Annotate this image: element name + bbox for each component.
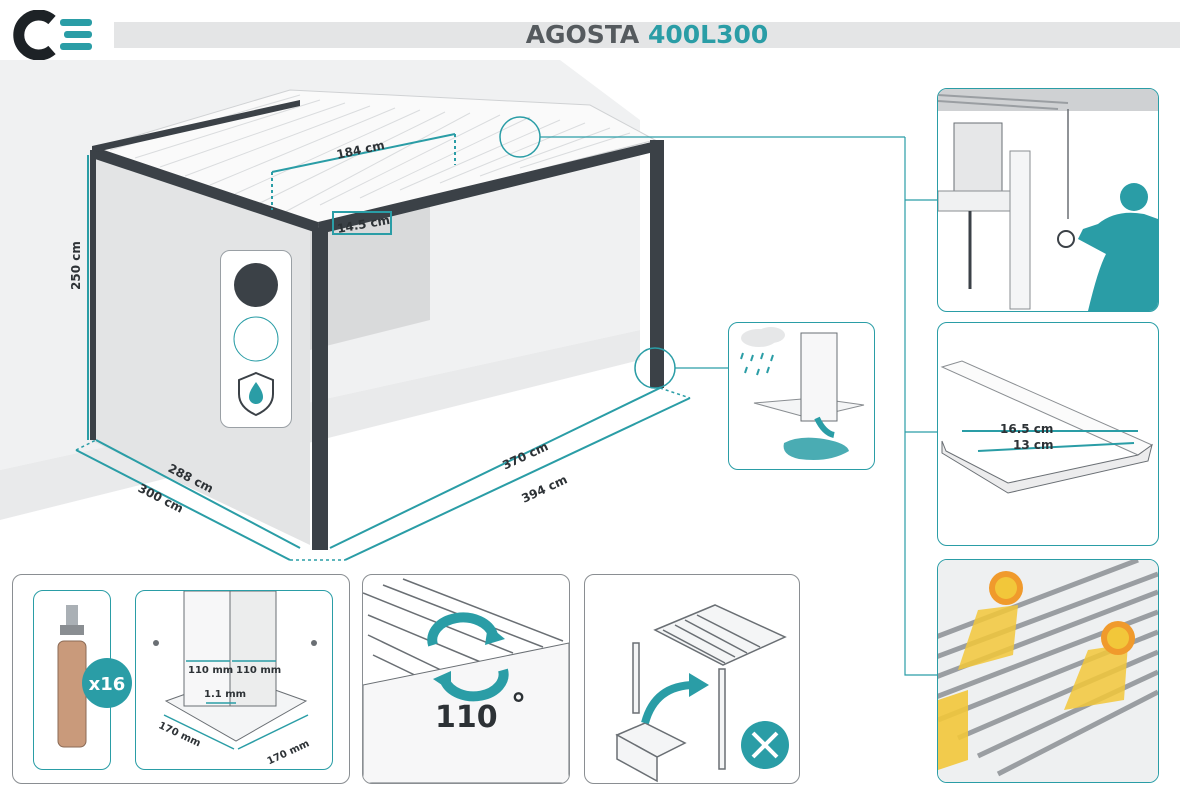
color-options-panel (220, 250, 292, 428)
drainage-panel (728, 322, 875, 470)
sun-beam-2 (1064, 644, 1128, 710)
baseplate-diagram: 110 mm 110 mm 1.1 mm 170 mm 170 mm (153, 591, 317, 767)
anchor-bolt-icon (57, 605, 87, 748)
rotation-panel: 110 ° (362, 574, 570, 784)
title-bar (114, 22, 1180, 48)
anchor-count: x16 (89, 674, 126, 695)
dim-height: 250 cm (69, 241, 83, 290)
baseplate-box: 110 mm 110 mm 1.1 mm 170 mm 170 mm (135, 590, 333, 770)
color-swatch-anthracite[interactable] (234, 263, 278, 307)
dim-lines-ground (75, 387, 691, 561)
dim-width-outer: 394 cm (519, 472, 569, 505)
rotate-icon (427, 612, 509, 702)
tools-icon (741, 721, 789, 769)
water-protection-icon (238, 371, 274, 417)
post-side-b: 110 mm (236, 665, 281, 676)
shade-side (90, 150, 310, 545)
pergola-frame (90, 100, 664, 550)
motor-winch-panel (937, 88, 1159, 312)
product-name: AGOSTA (525, 20, 640, 49)
dim-lines-top (271, 133, 456, 235)
page-title: AGOSTA 400L300 (114, 20, 1180, 50)
sun-icon (989, 571, 1023, 605)
drainage-illustration (740, 327, 865, 460)
sun-louvers (938, 560, 1158, 782)
louver-profile: 16.5 cm 13 cm (940, 360, 1154, 494)
rotation-illustration: 110 ° (363, 578, 569, 783)
model-code: 400L300 (648, 20, 769, 49)
person-icon (1078, 183, 1158, 311)
winch-illustration (938, 89, 1158, 311)
right-callout-connector (904, 137, 938, 676)
anchor-count-badge: x16 (82, 658, 132, 708)
plate-side-b: 170 mm (266, 738, 312, 767)
color-swatch-white[interactable] (233, 316, 279, 362)
wall-thickness: 1.1 mm (204, 689, 246, 700)
sun-icon-2 (1101, 621, 1135, 655)
sun-louvers-panel (937, 559, 1159, 783)
assembly-panel (584, 574, 800, 784)
water-puddle (783, 437, 849, 460)
rotation-unit: ° (511, 688, 526, 723)
louver-profile-panel: 16.5 cm 13 cm (937, 322, 1159, 546)
shade-back (310, 200, 430, 350)
assembly-illustration (615, 604, 789, 783)
dim-ground-outline (75, 387, 691, 561)
dim-depth-outer: 300 cm (136, 481, 186, 516)
brand-logo (13, 10, 92, 60)
color-options (233, 263, 279, 417)
rain-drops-icon (740, 352, 774, 376)
pergola-drawing: 184 cm 14.5 cm 250 cm 288 cm 300 cm 370 … (69, 89, 905, 561)
post-side-a: 110 mm (188, 665, 233, 676)
plate-side-a: 170 mm (157, 720, 203, 749)
sun-beam-1 (958, 605, 1018, 670)
profile-width-outer: 16.5 cm (1000, 422, 1053, 436)
profile-width-inner: 13 cm (1013, 438, 1054, 452)
anchor-baseplate-panel: x16 110 mm 110 mm 1.1 mm 170 mm 170 mm (12, 574, 350, 784)
rotation-angle: 110 (435, 700, 498, 735)
